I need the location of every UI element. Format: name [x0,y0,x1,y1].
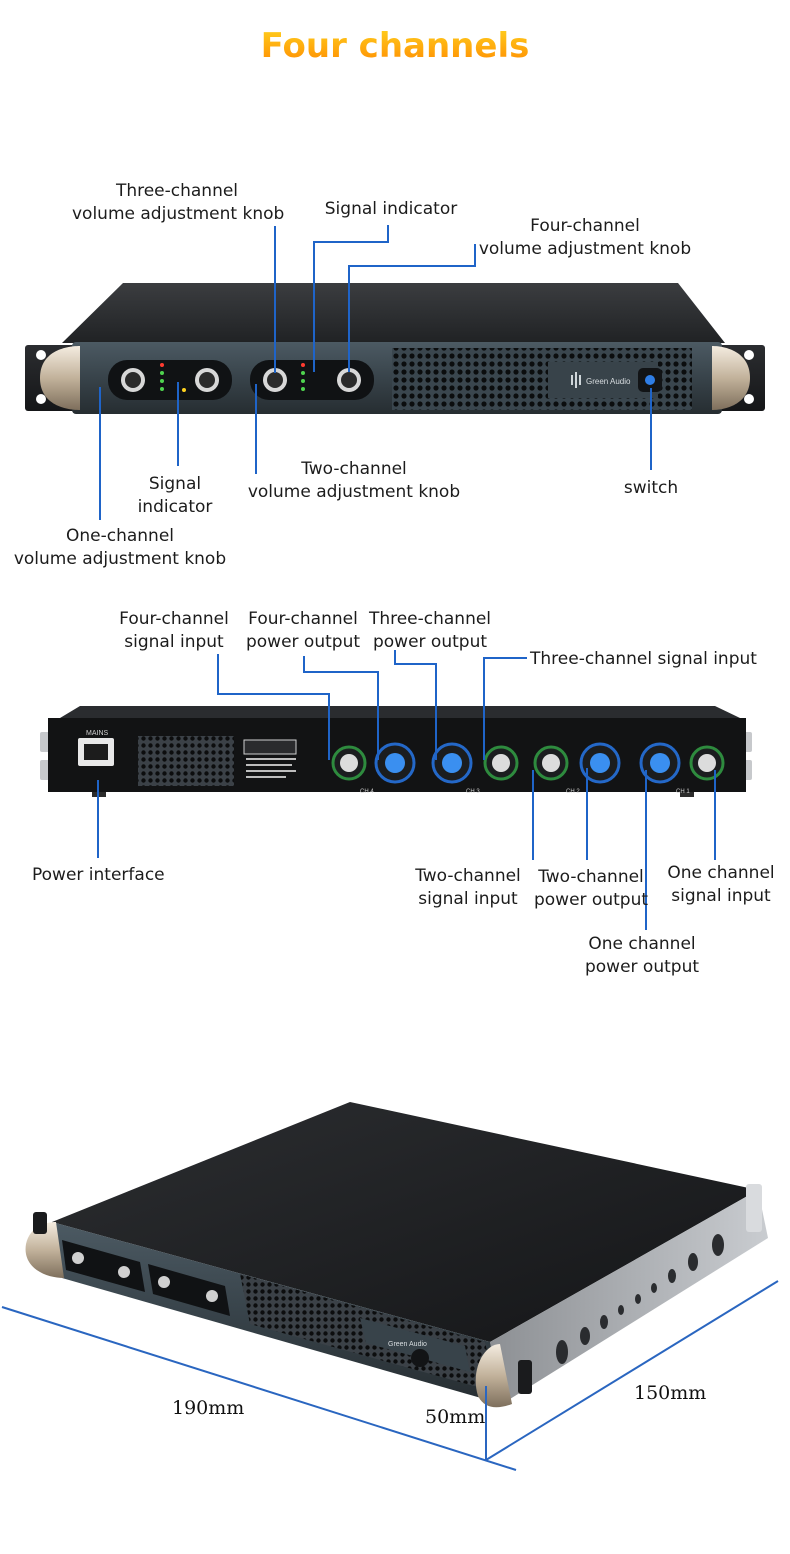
label-line: power output [245,632,361,652]
rear-callout-lines [97,650,716,930]
label-line: Signal [148,474,202,494]
label-line: Four-channel [119,609,229,629]
height-dimension: 50mm [425,1406,486,1428]
width-dimension: 190mm [172,1397,245,1419]
two-channel-power-output-label: Two-channel power output [532,866,650,912]
label-line: switch [623,478,679,498]
label-line: Signal indicator [324,199,458,219]
label-line: signal input [418,889,518,909]
label-line: signal input [124,632,224,652]
label-line: volume adjustment knob [247,482,461,502]
perspective-view-amplifier [25,1102,768,1408]
label-line: Three-channel [115,181,239,201]
label-line: signal input [671,886,771,906]
three-channel-power-output-label: Three-channel power output [368,608,492,654]
label-line: Four-channel [248,609,358,629]
four-channel-knob-label: Four-channel volume adjustment knob [478,215,692,261]
ch4-rear-label: CH 4 [360,789,374,795]
label-line: Three-channel [368,609,492,629]
label-line: Two-channel [301,459,407,479]
three-channel-signal-input-label: Three-channel signal input [530,648,757,671]
switch-label: switch [616,477,686,500]
label-line: Two-channel [415,866,521,886]
one-channel-knob-label: One-channel volume adjustment knob [10,525,230,571]
label-line: power output [584,957,700,977]
four-channel-power-output-label: Four-channel power output [242,608,364,654]
two-channel-knob-label: Two-channel volume adjustment knob [244,458,464,504]
one-channel-power-output-label: One channel power output [580,933,704,979]
brand-logo-perspective: Green Audio [388,1341,427,1348]
label-line: Two-channel [538,867,644,887]
label-line: power output [533,890,649,910]
three-channel-knob-label: Three-channel volume adjustment knob [72,180,285,226]
label-line: One channel [667,863,775,883]
front-callout-lines [99,225,652,520]
ch3-rear-label: CH 3 [466,789,480,795]
label-line: Four-channel [530,216,640,236]
one-channel-signal-input-label: One channel signal input [664,862,778,908]
label-line: Three-channel signal input [530,649,757,669]
label-line: Power interface [32,865,165,885]
front-view-amplifier [25,283,765,414]
label-line: volume adjustment knob [478,239,692,259]
label-line: indicator [137,497,213,517]
rear-view-amplifier [40,706,752,797]
label-line: power output [372,632,488,652]
signal-indicator-top-label: Signal indicator [318,198,464,221]
mains-label: MAINS [86,730,109,737]
two-channel-signal-input-label: Two-channel signal input [412,865,524,911]
ch1-rear-label: CH 1 [676,789,690,795]
page-title: Four channels [0,26,790,66]
dimension-lines [1,1280,779,1471]
ch2-rear-label: CH 2 [566,789,580,795]
brand-logo: Green Audio [586,377,631,386]
label-line: One channel [588,934,696,954]
label-line: volume adjustment knob [72,204,285,224]
label-line: volume adjustment knob [13,549,227,569]
depth-dimension: 150mm [634,1382,707,1404]
label-line: One-channel [65,526,175,546]
four-channel-signal-input-label: Four-channel signal input [112,608,236,654]
signal-indicator-bottom-label: Signal indicator [130,473,220,519]
power-interface-label: Power interface [32,864,165,887]
